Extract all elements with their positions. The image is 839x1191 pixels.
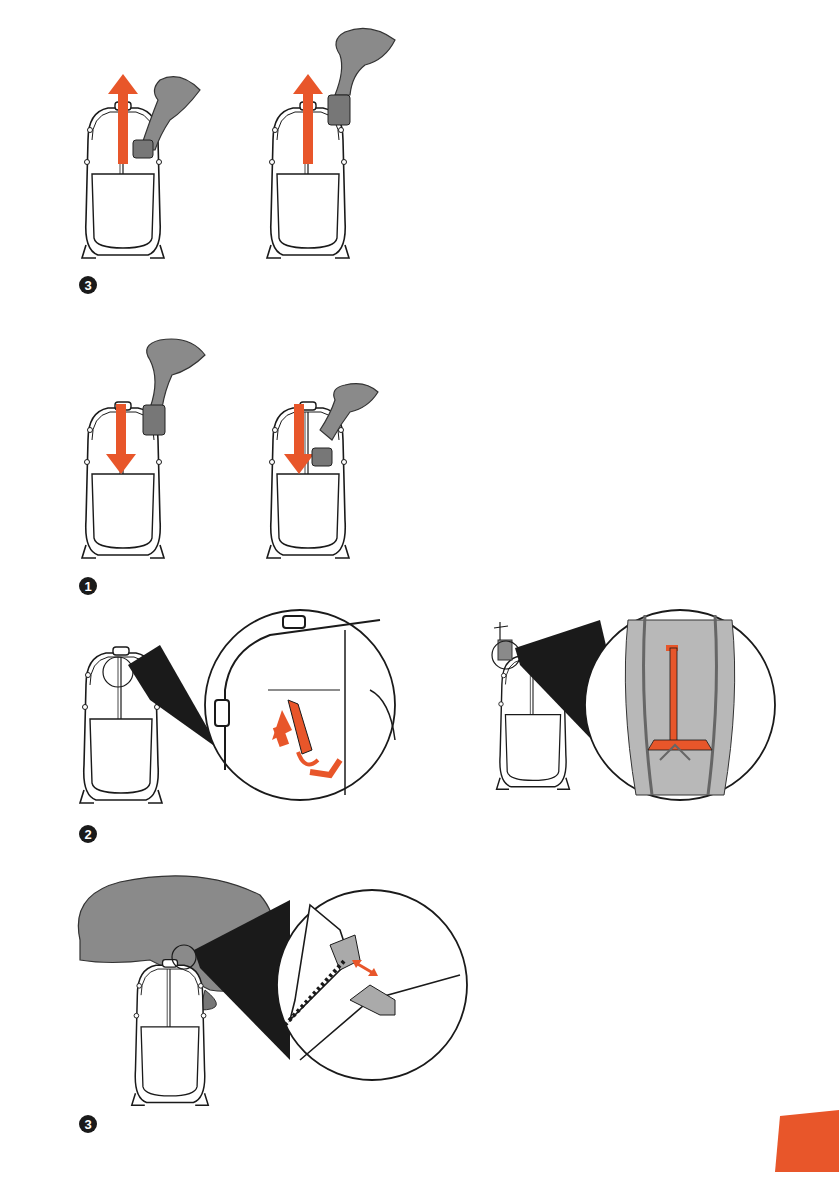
callout-text: 2 bbox=[84, 828, 91, 841]
callout-text: 1 bbox=[84, 580, 91, 593]
callout-number: 2 bbox=[79, 825, 97, 843]
callout-text: 3 bbox=[84, 279, 91, 292]
callout-number: 3 bbox=[79, 276, 97, 294]
callout-text: 3 bbox=[84, 1118, 91, 1131]
callout-number: 3 bbox=[79, 1115, 97, 1133]
callout-number: 1 bbox=[79, 577, 97, 595]
